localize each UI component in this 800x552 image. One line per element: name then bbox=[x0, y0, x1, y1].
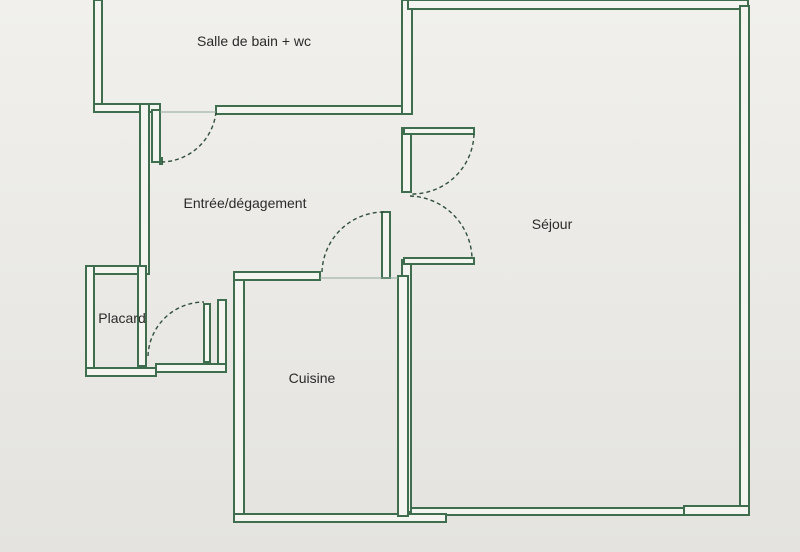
kitchen-door bbox=[320, 211, 398, 279]
closet-walls bbox=[85, 265, 157, 377]
living-room-door-upper bbox=[409, 133, 475, 195]
kitchen-walls bbox=[155, 271, 447, 523]
bathroom-door bbox=[159, 111, 217, 165]
kitchen-label: Cuisine bbox=[288, 370, 336, 386]
living-room-walls bbox=[401, 0, 750, 516]
living-room-label: Séjour bbox=[531, 216, 573, 232]
entry-walls bbox=[139, 103, 391, 279]
entry-label: Entrée/dégagement bbox=[183, 195, 307, 211]
closet-label: Placard bbox=[98, 310, 146, 326]
bathroom-label: Salle de bain + wc bbox=[196, 33, 312, 49]
bathroom-walls bbox=[93, 0, 413, 115]
living-room-door-lower bbox=[409, 195, 473, 259]
closet-door bbox=[147, 301, 211, 363]
